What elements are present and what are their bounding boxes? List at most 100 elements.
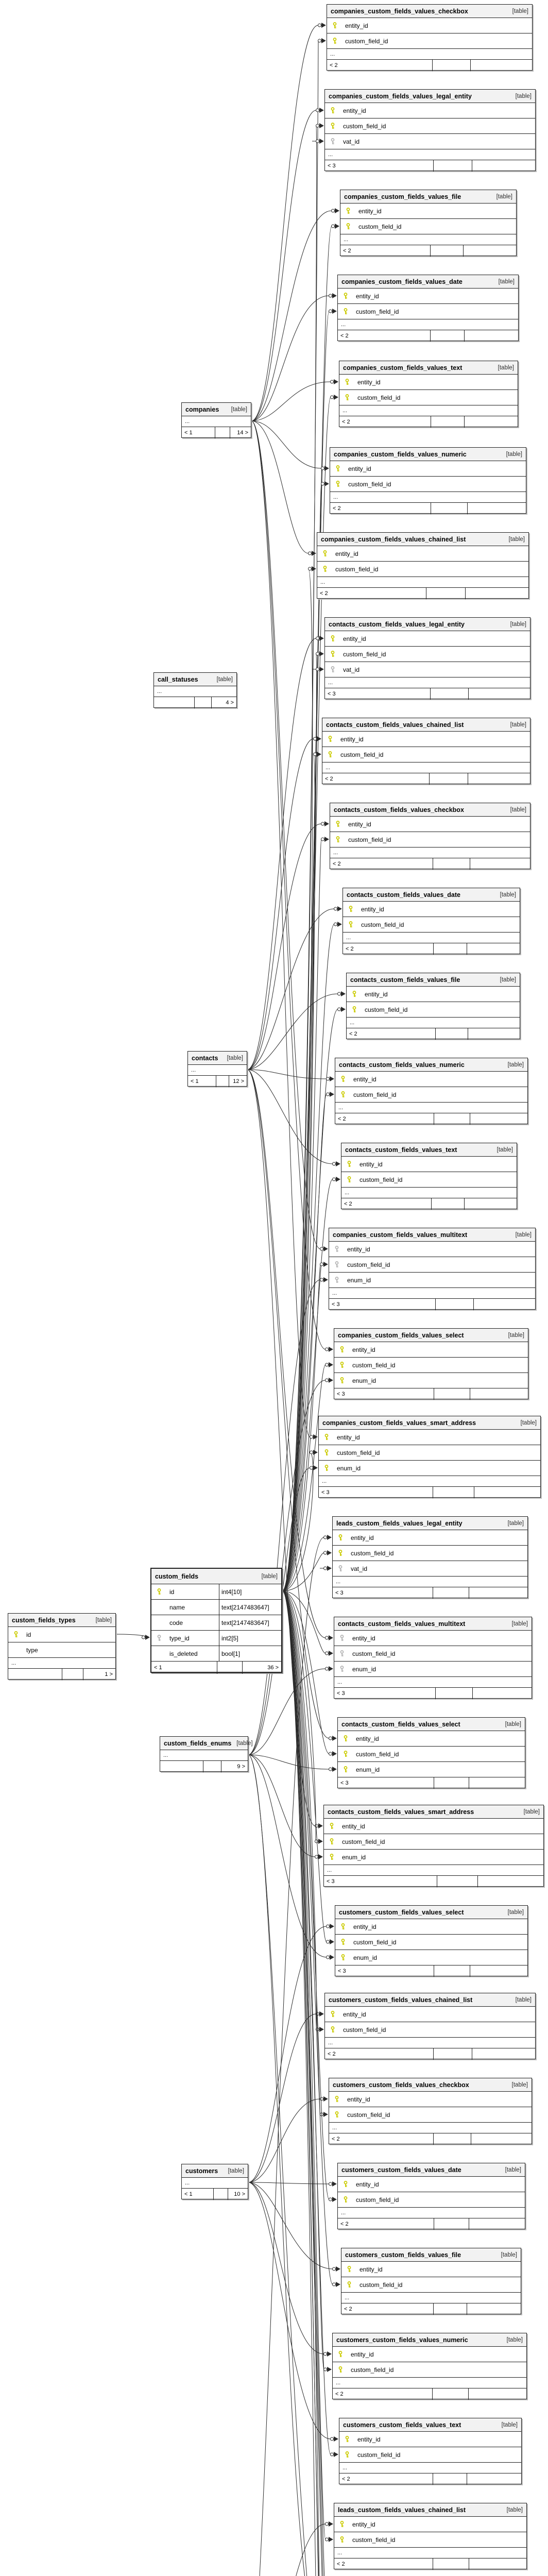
table-name[interactable]: call_statuses <box>158 675 198 683</box>
footer-mid <box>433 1388 470 1400</box>
table-call_statuses[interactable]: call_statuses[table]...4 > <box>153 672 237 708</box>
table-customers_custom_fields_values_numeric[interactable]: customers_custom_fields_values_numeric[t… <box>332 2333 527 2400</box>
table-leads_custom_fields_values_legal_entity[interactable]: leads_custom_fields_values_legal_entity[… <box>332 1516 528 1599</box>
key-slot <box>321 1465 332 1471</box>
primary-key-icon <box>14 1631 18 1637</box>
table-leads_custom_fields_values_chained_list[interactable]: leads_custom_fields_values_chained_list[… <box>334 2503 527 2570</box>
table-companies_custom_fields_values_chained_list[interactable]: companies_custom_fields_values_chained_l… <box>317 532 529 599</box>
column-row-custom_field_id: custom_field_id <box>334 1646 532 1662</box>
relationship-edge <box>296 2523 326 2576</box>
table-name[interactable]: customers_custom_fields_values_chained_l… <box>329 1996 473 2004</box>
key-slot <box>344 2281 354 2288</box>
footer-mid <box>433 2303 467 2315</box>
table-tag: [table] <box>507 1061 524 1068</box>
footer-parents <box>8 1669 62 1680</box>
table-name[interactable]: companies_custom_fields_values_file <box>344 193 461 200</box>
table-contacts_custom_fields_values_file[interactable]: contacts_custom_fields_values_file[table… <box>346 973 520 1040</box>
table-name[interactable]: custom_fields_types <box>12 1616 76 1624</box>
zero-circle <box>337 992 341 996</box>
table-contacts_custom_fields_values_smart_address[interactable]: contacts_custom_fields_values_smart_addr… <box>323 1805 544 1887</box>
table-name[interactable]: leads_custom_fields_values_chained_list <box>338 2506 466 2514</box>
table-contacts_custom_fields_values_numeric[interactable]: contacts_custom_fields_values_numeric [ta… <box>335 1058 528 1125</box>
table-name[interactable]: companies_custom_fields_values_select <box>338 1331 464 1339</box>
relationship-edge <box>282 1590 319 2576</box>
table-companies_custom_fields_values_legal_entity[interactable]: companies_custom_fields_values_legal_ent… <box>324 89 536 172</box>
table-name[interactable]: contacts_custom_fields_values_text <box>345 1146 457 1154</box>
table-name[interactable]: customers_custom_fields_values_date <box>341 2166 461 2174</box>
relationship-edge <box>282 1590 327 1942</box>
table-name[interactable]: customers_custom_fields_values_checkbox <box>333 2081 469 2089</box>
table-name[interactable]: customers_custom_fields_values_text <box>343 2421 461 2429</box>
table-contacts_custom_fields_values_date[interactable]: contacts_custom_fields_values_date[table… <box>342 888 520 955</box>
primary-key-icon <box>336 481 340 487</box>
table-contacts_custom_fields_values_multitext[interactable]: contacts_custom_fields_values_multitext[… <box>334 1617 532 1699</box>
table-header: companies_custom_fields_values_chained_l… <box>317 533 528 546</box>
table-name[interactable]: contacts_custom_fields_values_checkbox <box>334 806 464 814</box>
table-name[interactable]: contacts_custom_fields_values_date <box>347 891 460 899</box>
table-customers_custom_fields_values_chained_list[interactable]: customers_custom_fields_values_chained_l… <box>324 1993 536 2060</box>
table-customers_custom_fields_values_file[interactable]: customers_custom_fields_values_file[tabl… <box>341 2248 521 2315</box>
relationship-edge <box>247 1069 327 1079</box>
table-companies_custom_fields_values_select[interactable]: companies_custom_fields_values_select[ta… <box>334 1328 528 1400</box>
table-customers_custom_fields_values_date[interactable]: customers_custom_fields_values_date[tabl… <box>337 2163 525 2230</box>
primary-key-icon <box>345 379 349 385</box>
primary-key-icon <box>340 2536 344 2543</box>
table-customers_custom_fields_values_text[interactable]: customers_custom_fields_values_text[tabl… <box>339 2418 522 2485</box>
table-name[interactable]: customers_custom_fields_values_file <box>345 2251 461 2259</box>
table-name[interactable]: contacts_custom_fields_values_numeric <box>339 1061 465 1069</box>
table-name[interactable]: companies_custom_fields_values_multitext <box>333 1231 468 1239</box>
table-companies_custom_fields_values_checkbox[interactable]: companies_custom_fields_values_checkbox[… <box>327 4 533 71</box>
table-header: leads_custom_fields_values_chained_list[… <box>334 2503 526 2517</box>
column-name: entity_id <box>335 550 358 557</box>
key-slot <box>344 1161 354 1167</box>
table-header: contacts_custom_fields_values_checkbox[t… <box>330 803 530 817</box>
column-row-entity_id: entity_id <box>339 2432 521 2447</box>
table-contacts_custom_fields_values_chained_list[interactable]: contacts_custom_fields_values_chained_li… <box>322 718 530 785</box>
table-name[interactable]: companies_custom_fields_values_checkbox <box>331 7 468 15</box>
table-name[interactable]: companies_custom_fields_values_date <box>341 278 463 285</box>
table-name[interactable]: companies_custom_fields_values_text <box>343 364 463 371</box>
table-name[interactable]: companies_custom_fields_values_chained_l… <box>321 535 466 543</box>
table-name[interactable]: customers_custom_fields_values_select <box>339 1908 464 1916</box>
table-companies_custom_fields_values_multitext[interactable]: companies_custom_fields_values_multitext… <box>329 1228 536 1310</box>
table-name[interactable]: contacts_custom_fields_values_select <box>341 1720 460 1728</box>
table-contacts_custom_fields_values_checkbox[interactable]: contacts_custom_fields_values_checkbox[t… <box>330 803 530 870</box>
table-name[interactable]: customers_custom_fields_values_numeric <box>336 2336 468 2344</box>
zero-circle <box>325 1651 329 1655</box>
column-type: text[2147483647] <box>219 1615 281 1630</box>
table-name[interactable]: companies_custom_fields_values_numeric <box>334 450 467 458</box>
table-companies_custom_fields_values_file[interactable]: companies_custom_fields_values_file[tabl… <box>340 190 517 257</box>
primary-key-icon <box>335 2111 339 2117</box>
table-contacts_custom_fields_values_legal_entity[interactable]: contacts_custom_fields_values_legal_enti… <box>324 617 530 700</box>
table-companies_custom_fields_values_numeric[interactable]: companies_custom_fields_values_numeric[t… <box>330 447 526 514</box>
table-name[interactable]: companies <box>185 405 219 413</box>
table-name[interactable]: leads_custom_fields_values_legal_entity <box>336 1519 463 1527</box>
table-custom_fields_enums[interactable]: custom_fields_enums[table]...9 > <box>160 1736 253 1772</box>
table-name[interactable]: companies_custom_fields_values_smart_add… <box>322 1419 476 1427</box>
table-name[interactable]: contacts_custom_fields_values_smart_addr… <box>328 1808 474 1816</box>
table-companies_custom_fields_values_smart_address[interactable]: companies_custom_fields_values_smart_add… <box>318 1416 541 1498</box>
table-contacts_custom_fields_values_text[interactable]: contacts_custom_fields_values_text[table… <box>341 1143 517 1210</box>
table-name[interactable]: custom_fields_enums <box>164 1739 232 1747</box>
ellipsis-row: ... <box>330 848 530 858</box>
table-name[interactable]: custom_fields <box>155 1572 199 1580</box>
table-name[interactable]: contacts_custom_fields_values_chained_li… <box>326 721 464 728</box>
table-name[interactable]: contacts <box>192 1054 218 1062</box>
table-name[interactable]: contacts_custom_fields_values_file <box>350 976 460 984</box>
table-name[interactable]: contacts_custom_fields_values_multitext <box>338 1620 466 1628</box>
footer-mid <box>433 943 466 955</box>
table-name[interactable]: companies_custom_fields_values_legal_ent… <box>329 92 472 100</box>
table-customers_custom_fields_values_select[interactable]: customers_custom_fields_values_select[ta… <box>335 1905 528 1977</box>
table-companies_custom_fields_values_date[interactable]: companies_custom_fields_values_date[tabl… <box>337 275 519 342</box>
table-customers_custom_fields_values_checkbox[interactable]: customers_custom_fields_values_checkbox[… <box>329 2078 532 2145</box>
table-name[interactable]: customers <box>185 2167 218 2175</box>
table-name[interactable]: contacts_custom_fields_values_legal_enti… <box>329 620 465 628</box>
primary-key-icon <box>344 1735 348 1741</box>
table-contacts_custom_fields_values_select[interactable]: contacts_custom_fields_values_select[tab… <box>337 1717 525 1789</box>
table-companies_custom_fields_values_text[interactable]: companies_custom_fields_values_text[tabl… <box>339 361 518 428</box>
